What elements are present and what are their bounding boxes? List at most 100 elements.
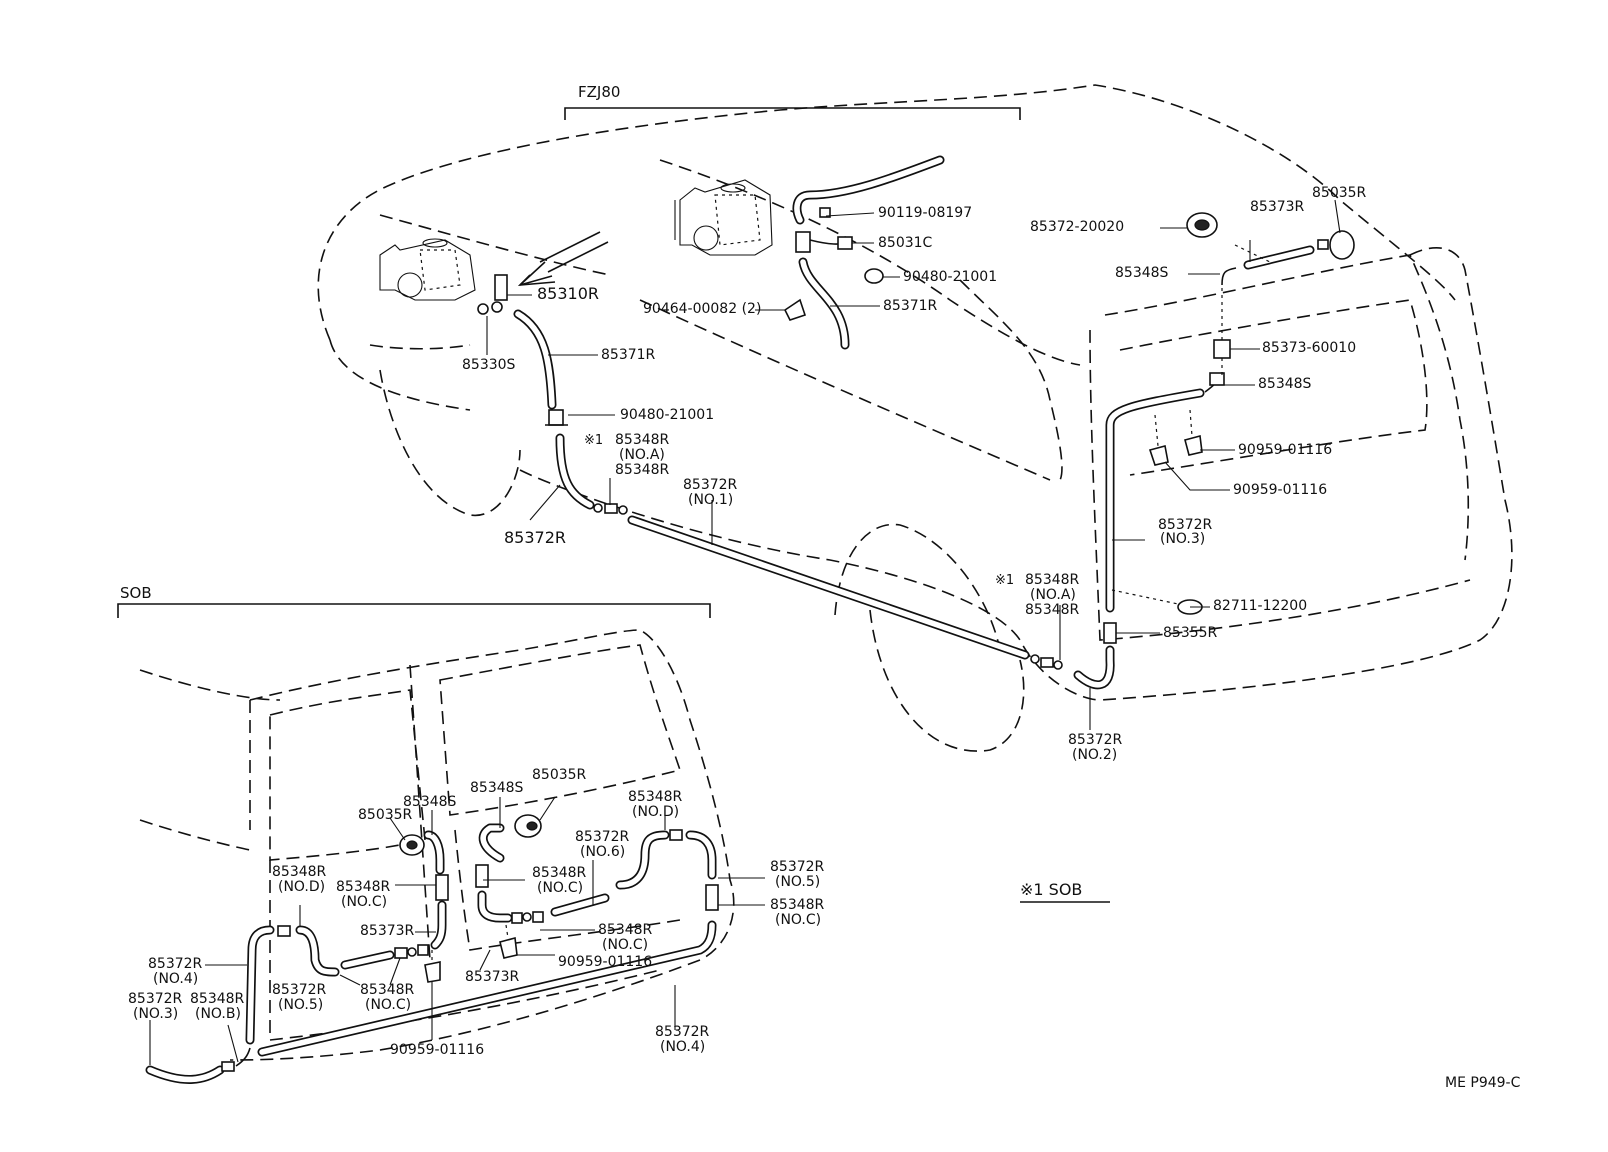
- part-label: 85372R: [504, 528, 567, 547]
- part-label: 85373-60010: [1262, 340, 1357, 356]
- part-label: 85348R: [615, 432, 670, 448]
- hose-85371R: [515, 311, 555, 408]
- sob-hose-no3: [147, 1067, 223, 1083]
- fzj80-bracket: [564, 107, 1021, 120]
- sob-hose-no5-right: [687, 832, 715, 878]
- part-label: 90959-01116: [1233, 482, 1328, 498]
- sob-outline: [139, 629, 735, 1061]
- part-label: 90480-21001: [903, 269, 998, 285]
- part-label-sub: (NO.C): [775, 912, 822, 928]
- reference-code: ME P949-C: [1445, 1075, 1521, 1091]
- part-label-sub: (NO.2): [1072, 747, 1118, 763]
- section-label-sob: SOB: [120, 584, 152, 602]
- part-label: 85348R: [598, 922, 653, 938]
- part-label: 85348S: [1115, 265, 1169, 281]
- part-label-sub: (NO.3): [133, 1006, 179, 1022]
- section-label-fzj80: FZJ80: [578, 83, 621, 101]
- vehicle-outline: [317, 84, 1513, 752]
- inset-clamp: [783, 298, 807, 321]
- hose-85372R-left: [557, 435, 593, 508]
- part-label-sub: (NO.C): [341, 894, 388, 910]
- sob-clip-b: [499, 936, 518, 959]
- sob-hose-no4-long: [259, 922, 715, 1055]
- part-label-sub: (NO.1): [688, 492, 734, 508]
- part-label: 85348R: [360, 982, 415, 998]
- part-label: 85348S: [403, 794, 457, 810]
- part-label: 85031C: [878, 235, 933, 251]
- part-label: 85348R: [272, 864, 327, 880]
- inset-85371R: [800, 259, 848, 348]
- part-label: 85372R: [272, 982, 327, 998]
- part-label: 85348S: [1258, 376, 1312, 392]
- part-label: 82711-12200: [1213, 598, 1308, 614]
- part-label-sub: (NO.6): [580, 844, 626, 860]
- part-label: 85355R: [1163, 625, 1218, 641]
- sob-hose-no4-left: [247, 927, 273, 1043]
- part-label-sub: (NO.A): [1030, 587, 1076, 603]
- hose-85372R-no1: [629, 517, 1028, 658]
- part-label: 90464-00082 (2): [643, 301, 762, 317]
- part-label: 85372R: [770, 859, 825, 875]
- part-label: 90959-01116: [558, 954, 653, 970]
- part-label-sub: (NO.D): [278, 879, 326, 895]
- part-label-sub: (NO.4): [153, 971, 199, 987]
- part-label-sub: (NO.D): [632, 804, 680, 820]
- washer-tank-left: [379, 238, 476, 301]
- part-label: 85348R: [336, 879, 391, 895]
- part-label-sub: (NO.C): [365, 997, 412, 1013]
- part-label: 85310R: [537, 284, 600, 303]
- part-label: 85348R: [1025, 602, 1080, 618]
- sob-hose-no5-left: [297, 927, 338, 975]
- part-label: 85372R: [1068, 732, 1123, 748]
- part-label: 85348R: [532, 865, 587, 881]
- part-label: 85371R: [883, 298, 938, 314]
- clip-90959-a: [1148, 445, 1169, 466]
- hose-85372R-no3: [1107, 390, 1203, 611]
- joint-85355R: [1103, 622, 1117, 644]
- inset-hose: [794, 157, 943, 223]
- part-label-sub: (NO.5): [775, 874, 821, 890]
- part-label: 85348R: [1025, 572, 1080, 588]
- part-label: 85373R: [360, 923, 415, 939]
- part-label-sub: (NO.C): [602, 937, 649, 953]
- part-label: 85372R: [683, 477, 738, 493]
- hose-85373R-top: [1245, 247, 1313, 268]
- inset-bolt: [819, 207, 831, 218]
- part-label: 85035R: [358, 807, 413, 823]
- part-label: 85372R: [575, 829, 630, 845]
- valve-85373-60010: [1213, 339, 1231, 359]
- part-label: 85330S: [462, 357, 516, 373]
- part-label: 85348R: [770, 897, 825, 913]
- sob-hose-no6: [617, 832, 668, 888]
- part-label: 85372R: [128, 991, 183, 1007]
- washer-tank-inset: [674, 179, 773, 256]
- part-label: 85348S: [470, 780, 524, 796]
- inset-check-valve: [864, 268, 884, 284]
- part-label: 85372R: [1158, 517, 1213, 533]
- sob-hose-85373R-b: [552, 895, 608, 915]
- hose-85372R-no2: [1075, 647, 1113, 688]
- note-marker: ※1: [584, 433, 604, 448]
- note-label: ※1 SOB: [1020, 880, 1083, 899]
- part-label: 85035R: [1312, 185, 1367, 201]
- part-label: 85035R: [532, 767, 587, 783]
- part-label-sub: (NO.B): [195, 1006, 241, 1022]
- inset-85031C: [837, 236, 853, 250]
- sob-clip-a: [424, 961, 441, 983]
- part-label-sub: (NO.A): [619, 447, 665, 463]
- clip-90959-b: [1184, 434, 1203, 456]
- washer-pump: [494, 274, 508, 301]
- part-label-sub: (NO.C): [537, 880, 584, 896]
- rear-nozzle-85035R: [1329, 230, 1355, 260]
- part-label: 85371R: [601, 347, 656, 363]
- part-label: 85348R: [615, 462, 670, 478]
- part-label: 85348R: [190, 991, 245, 1007]
- part-label: 90959-01116: [1238, 442, 1333, 458]
- part-label: 85373R: [465, 969, 520, 985]
- part-label: 85372R: [655, 1024, 710, 1040]
- part-label: 90119-08197: [878, 205, 973, 221]
- part-label: 90959-01116: [390, 1042, 485, 1058]
- part-label-sub: (NO.5): [278, 997, 324, 1013]
